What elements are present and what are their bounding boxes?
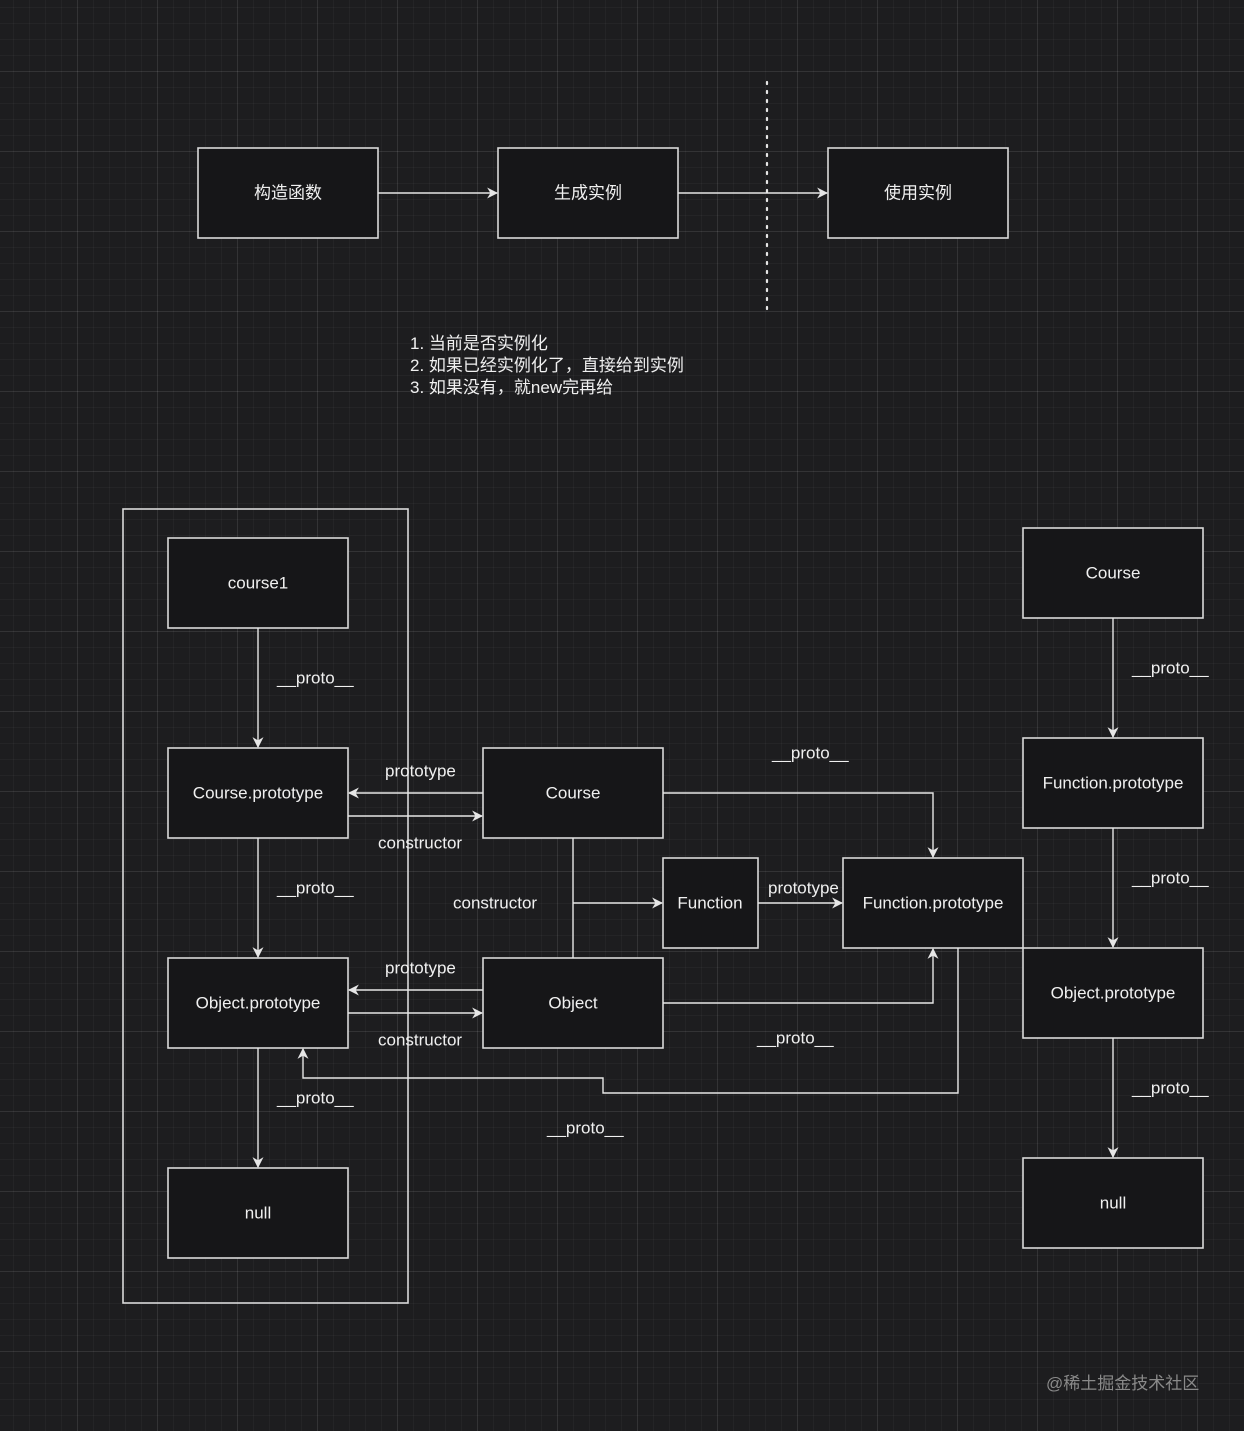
node-function-prototype-right-label: Function.prototype xyxy=(1043,774,1184,793)
node-function-prototype-middle[interactable]: Function.prototype xyxy=(842,857,1024,949)
flow-step-constructor-label: 构造函数 xyxy=(254,184,322,203)
flow-step-constructor[interactable]: 构造函数 xyxy=(197,147,379,239)
note-line-3: 3. 如果没有，就new完再给 xyxy=(410,378,613,397)
node-function-prototype-right[interactable]: Function.prototype xyxy=(1022,737,1204,829)
watermark: @稀土掘金技术社区 xyxy=(1046,1374,1199,1393)
label-proto-9: __proto__ xyxy=(1131,1079,1209,1098)
arrow-function-prototype-proto-object-prototype xyxy=(297,948,959,1094)
node-course1[interactable]: course1 xyxy=(167,537,349,629)
node-object-prototype-right[interactable]: Object.prototype xyxy=(1022,947,1204,1039)
flow-step-use-instance[interactable]: 使用实例 xyxy=(827,147,1009,239)
node-object-prototype-left[interactable]: Object.prototype xyxy=(167,957,349,1049)
node-function-prototype-middle-label: Function.prototype xyxy=(863,894,1004,913)
node-course-middle-label: Course xyxy=(546,784,601,803)
node-null-left[interactable]: null xyxy=(167,1167,349,1259)
note-line-1: 1. 当前是否实例化 xyxy=(410,334,548,353)
node-course-prototype[interactable]: Course.prototype xyxy=(167,747,349,839)
node-function-label: Function xyxy=(677,894,742,913)
node-object-prototype-right-label: Object.prototype xyxy=(1051,984,1176,1003)
node-null-right[interactable]: null xyxy=(1022,1157,1204,1249)
node-object-middle-label: Object xyxy=(548,994,597,1013)
label-proto-5: __proto__ xyxy=(756,1029,834,1048)
arrow-object-proto-function-prototype xyxy=(663,947,939,1004)
label-prototype-1: prototype xyxy=(385,762,456,781)
label-proto-3: __proto__ xyxy=(276,1089,354,1108)
node-course-prototype-label: Course.prototype xyxy=(193,784,323,803)
notes-text: 1. 当前是否实例化 2. 如果已经实例化了，直接给到实例 3. 如果没有，就n… xyxy=(410,334,684,397)
node-null-left-label: null xyxy=(245,1204,271,1223)
label-constructor-3: constructor xyxy=(453,894,537,913)
flow-step-create-instance[interactable]: 生成实例 xyxy=(497,147,679,239)
node-course-right[interactable]: Course xyxy=(1022,527,1204,619)
label-prototype-2: prototype xyxy=(385,959,456,978)
label-proto-4: __proto__ xyxy=(771,744,849,763)
node-function[interactable]: Function xyxy=(662,857,759,949)
label-constructor-2: constructor xyxy=(378,1031,462,1050)
arrow-course-proto-function-prototype xyxy=(663,792,939,859)
label-constructor-1: constructor xyxy=(378,834,462,853)
label-proto-6: __proto__ xyxy=(546,1119,624,1138)
node-object-prototype-left-label: Object.prototype xyxy=(196,994,321,1013)
label-proto-8: __proto__ xyxy=(1131,869,1209,888)
node-course-middle[interactable]: Course xyxy=(482,747,664,839)
label-proto-7: __proto__ xyxy=(1131,659,1209,678)
instance-container xyxy=(122,508,409,1304)
label-prototype-3: prototype xyxy=(768,879,839,898)
flow-step-use-instance-label: 使用实例 xyxy=(884,183,952,203)
node-course-right-label: Course xyxy=(1086,564,1141,583)
note-line-2: 2. 如果已经实例化了，直接给到实例 xyxy=(410,356,684,375)
label-proto-1: __proto__ xyxy=(276,669,354,688)
node-object-middle[interactable]: Object xyxy=(482,957,664,1049)
flow-step-create-instance-label: 生成实例 xyxy=(554,184,622,203)
label-proto-2: __proto__ xyxy=(276,879,354,898)
node-null-right-label: null xyxy=(1100,1194,1126,1213)
node-course1-label: course1 xyxy=(228,574,288,593)
